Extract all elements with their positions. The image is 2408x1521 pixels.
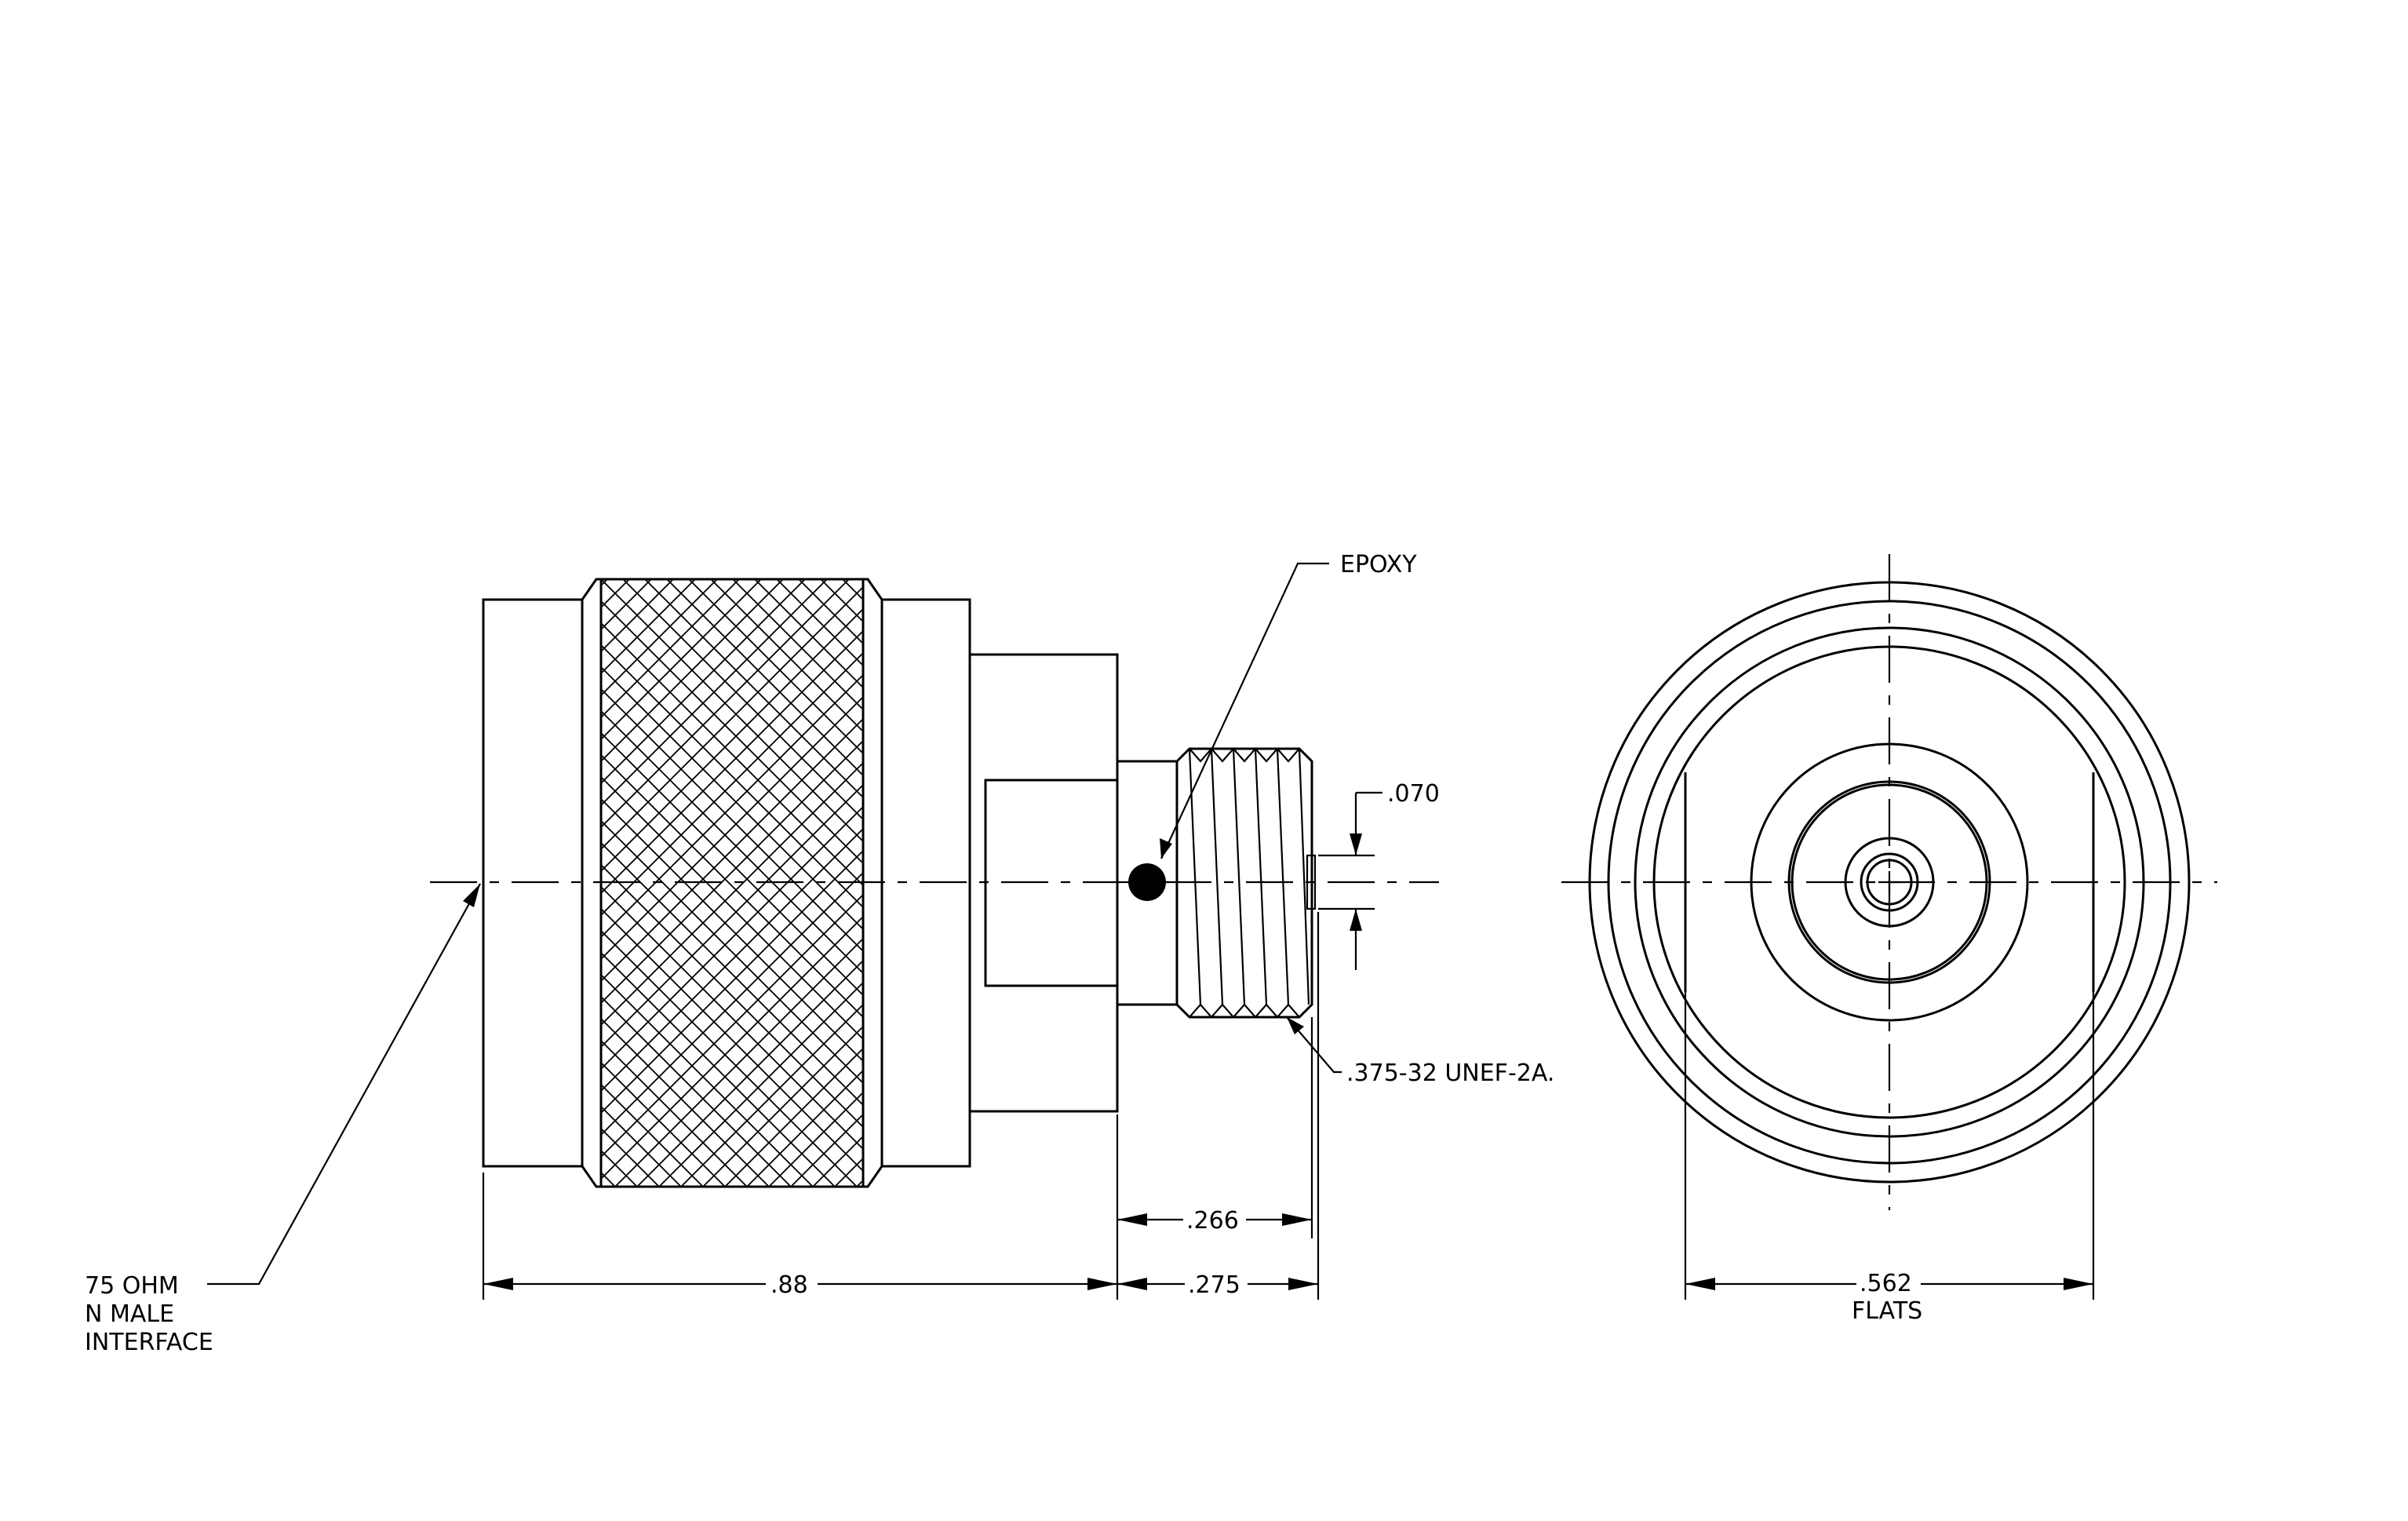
epoxy-dot [1128, 863, 1166, 901]
side-view: EPOXY .375-32 UNEF-2A. .070 .266 [85, 551, 1554, 1356]
flats-dimension-label: .562 [1860, 1270, 1912, 1297]
interface-label-line1: 75 OHM [85, 1272, 179, 1300]
thread-length-dimension: .266 [1117, 1207, 1312, 1235]
overall-length-label: .88 [770, 1271, 808, 1299]
step-dimension: .070 [1318, 780, 1440, 970]
interface-label-line2: N MALE [85, 1300, 174, 1328]
threaded-section [1175, 747, 1317, 1019]
flats-text: FLATS [1852, 1297, 1922, 1325]
thread-length-label: .266 [1186, 1207, 1239, 1235]
step-dimension-label: .070 [1387, 780, 1440, 808]
interface-label-line3: INTERFACE [85, 1329, 213, 1356]
epoxy-label: EPOXY [1340, 551, 1417, 578]
rear-length-label: .275 [1188, 1271, 1240, 1299]
rear-length-dimension: .275 [1117, 1271, 1318, 1299]
flats-dimension: .562 FLATS [1684, 992, 2095, 1325]
thread-label: .375-32 UNEF-2A. [1346, 1060, 1554, 1087]
overall-length-dimension: .88 [483, 1271, 1117, 1299]
end-view: .562 FLATS [1561, 554, 2217, 1325]
